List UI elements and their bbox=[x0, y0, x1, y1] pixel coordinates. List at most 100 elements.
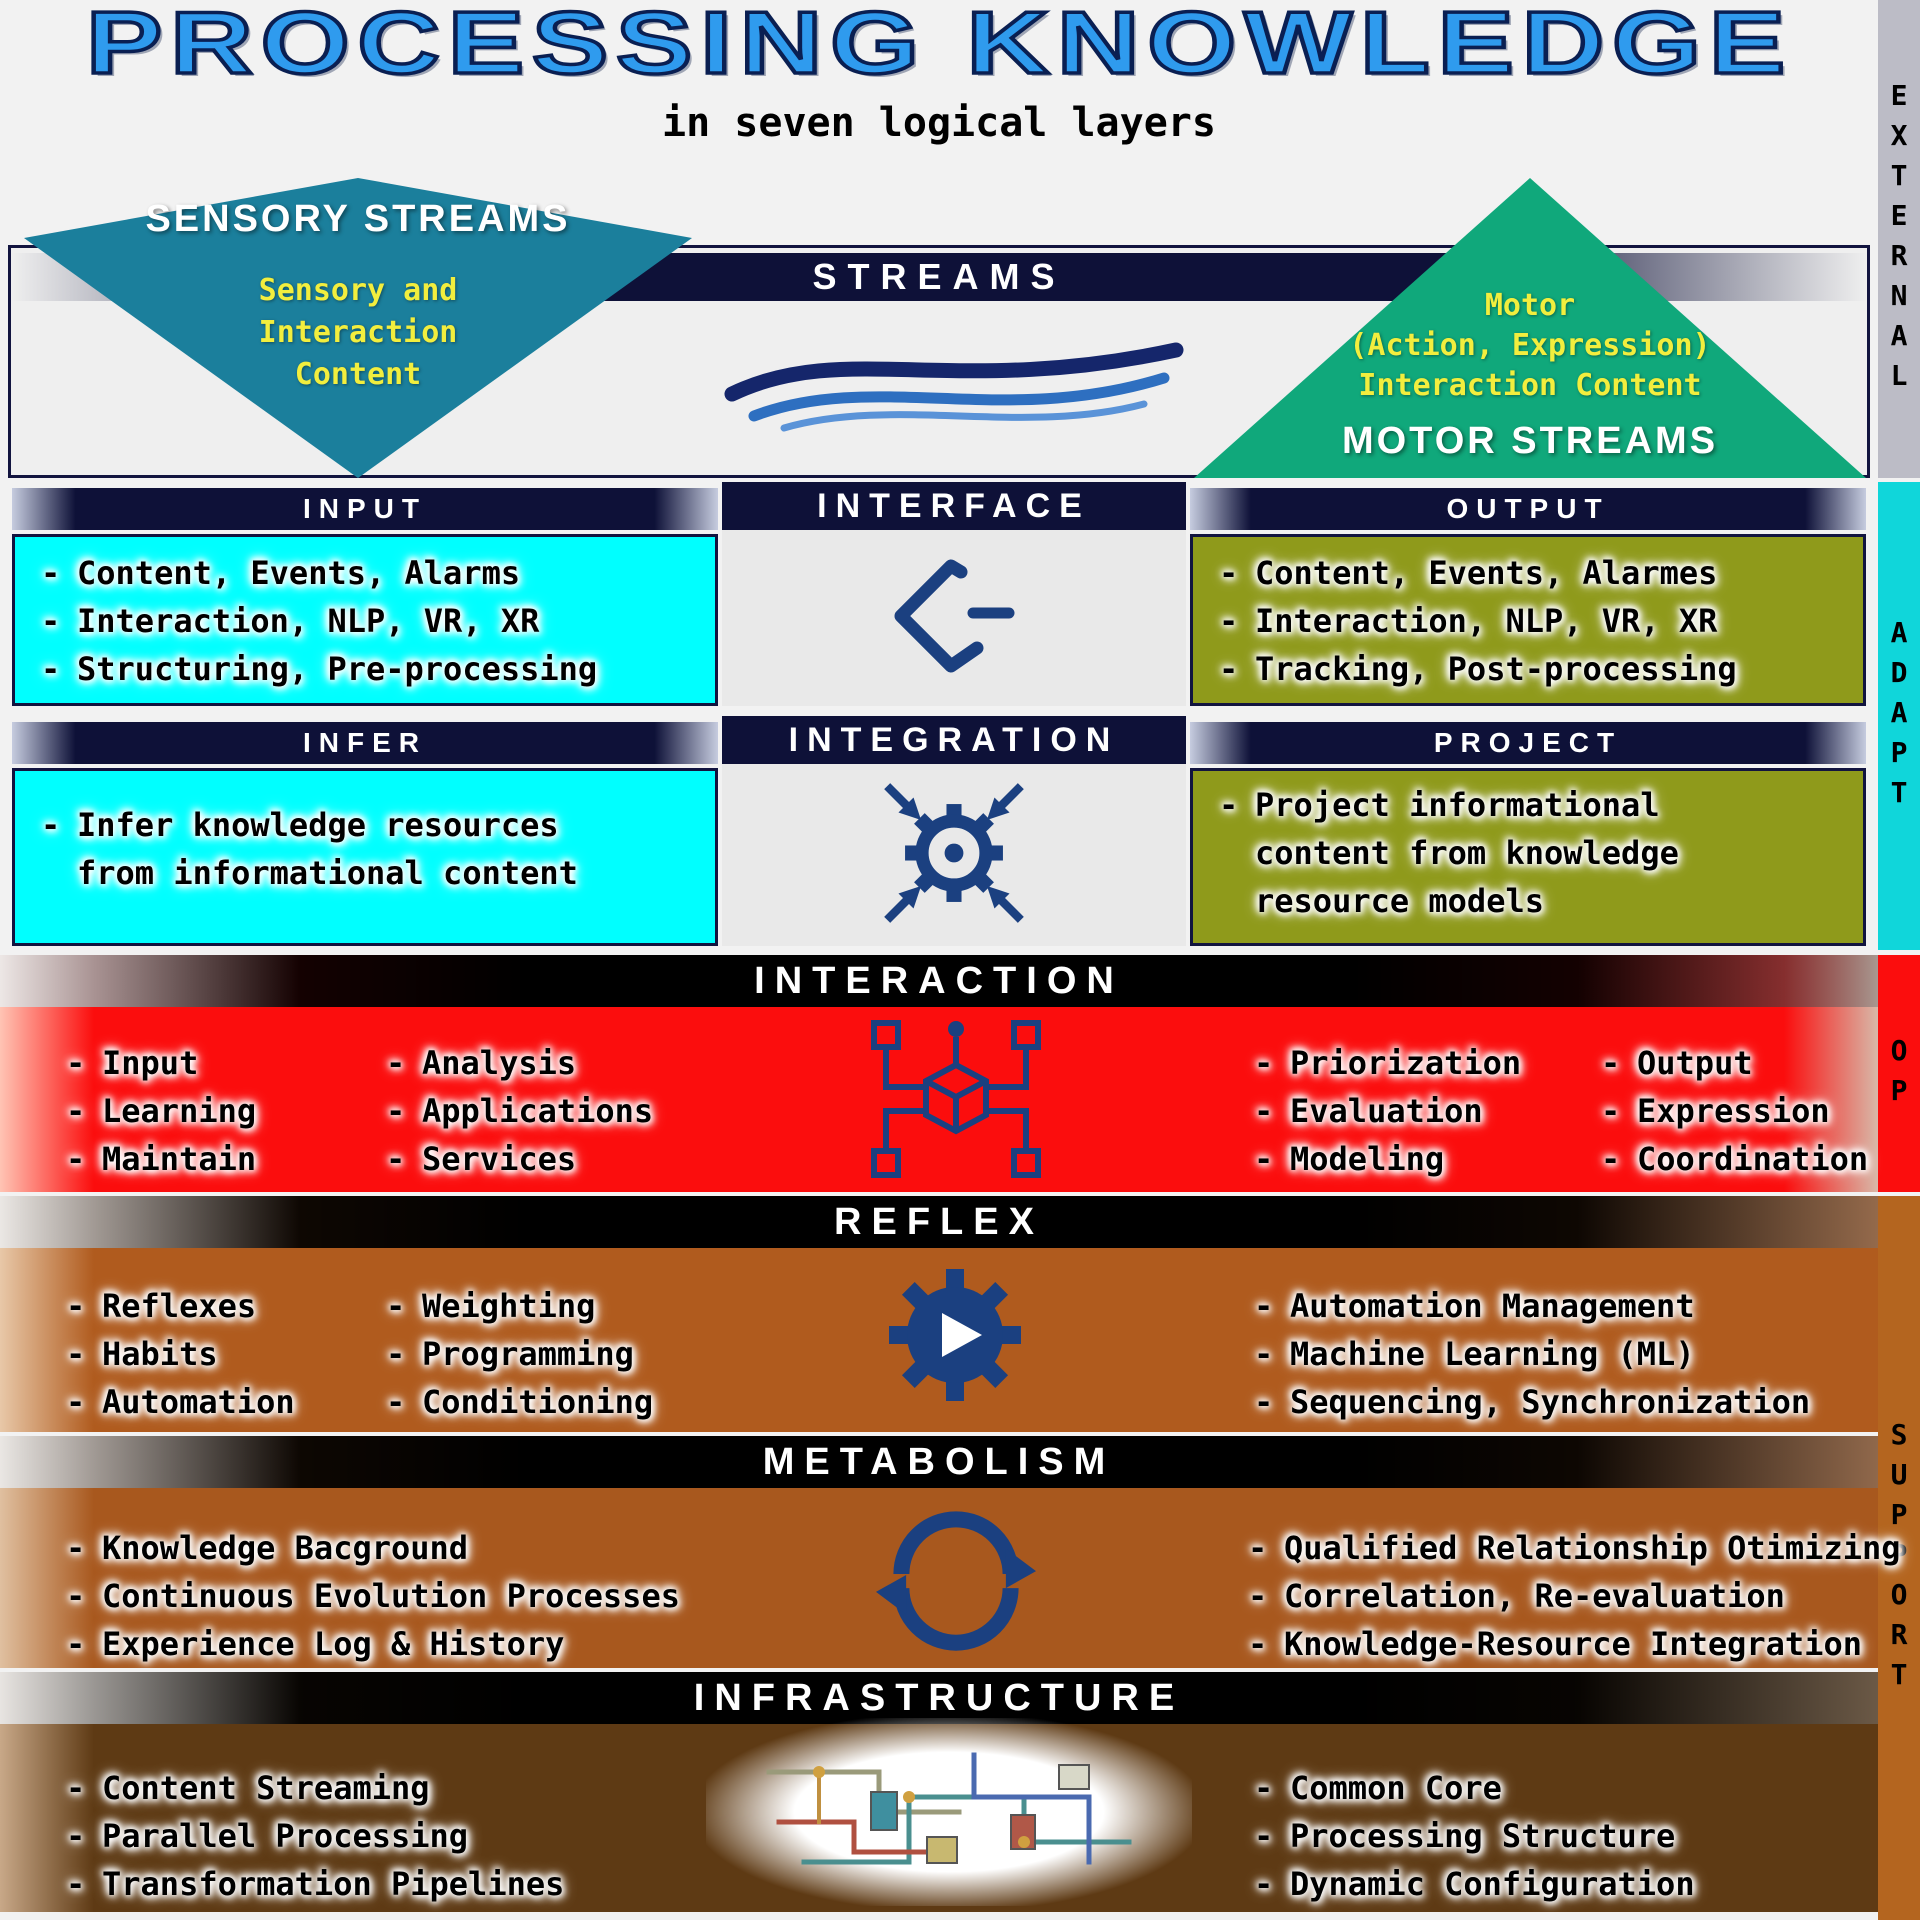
motor-text-line: Interaction Content bbox=[1358, 368, 1702, 403]
list-item: Learning bbox=[56, 1087, 256, 1135]
list-item: Programming bbox=[376, 1330, 653, 1378]
metabolism-layer: METABOLISM Knowledge Bacground Continuou… bbox=[0, 1436, 1901, 1668]
sidebar-external: EXTERNAL bbox=[1878, 0, 1920, 478]
output-header: OUTPUT bbox=[1190, 488, 1866, 530]
sensory-streams-text: Sensory and Interaction Content bbox=[24, 270, 692, 396]
list-item: Content, Events, Alarmes bbox=[1209, 549, 1857, 597]
list-item: Knowledge Bacground bbox=[56, 1524, 680, 1572]
list-item: Interaction, NLP, VR, XR bbox=[1209, 597, 1857, 645]
integration-icon-panel bbox=[722, 764, 1186, 946]
list-item: Priorization bbox=[1244, 1039, 1521, 1087]
code-diamond-icon bbox=[889, 556, 1019, 680]
list-item: Input bbox=[56, 1039, 256, 1087]
list-item: Infer knowledge resources bbox=[31, 801, 709, 849]
project-panel: Project informational content from knowl… bbox=[1190, 768, 1866, 946]
list-item: Dynamic Configuration bbox=[1244, 1860, 1695, 1908]
infrastructure-left-list: Content Streaming Parallel Processing Tr… bbox=[40, 1752, 570, 1908]
page-title-text: PROCESSING KNOWLEDGE bbox=[83, 0, 1793, 94]
infrastructure-layer: INFRASTRUCTURE Content Streaming Paralle… bbox=[0, 1672, 1878, 1912]
interaction-right-list-2: Output Expression Coordination bbox=[1575, 1027, 1874, 1183]
metabolism-right-list: Qualified Relationship Otimizing Correla… bbox=[1222, 1512, 1907, 1668]
list-item: Expression bbox=[1591, 1087, 1868, 1135]
metabolism-header: METABOLISM bbox=[0, 1436, 1878, 1488]
list-item: Output bbox=[1591, 1039, 1868, 1087]
interface-header: INTERFACE bbox=[722, 482, 1186, 530]
sensory-text-line: Interaction bbox=[258, 315, 458, 350]
list-item: Automation Management bbox=[1244, 1282, 1810, 1330]
list-item: Common Core bbox=[1244, 1764, 1695, 1812]
list-item: Qualified Relationship Otimizing bbox=[1238, 1524, 1901, 1572]
list-item: Interaction, NLP, VR, XR bbox=[31, 597, 709, 645]
list-item: Knowledge-Resource Integration bbox=[1238, 1620, 1901, 1668]
list-item: Evaluation bbox=[1244, 1087, 1521, 1135]
sidebar-op-label: OP bbox=[1882, 1033, 1916, 1114]
interaction-layer: INTERACTION Input Learning Maintain Anal… bbox=[0, 955, 1878, 1192]
list-item: resource models bbox=[1255, 882, 1544, 920]
sidebar-adapt-label: ADAPT bbox=[1882, 616, 1916, 816]
list-item: Maintain bbox=[56, 1135, 256, 1183]
list-item: Continuous Evolution Processes bbox=[56, 1572, 680, 1620]
motor-text-line: (Action, Expression) bbox=[1349, 328, 1711, 363]
input-panel: Content, Events, Alarms Interaction, NLP… bbox=[12, 534, 718, 706]
motor-streams-title: MOTOR STREAMS bbox=[1341, 420, 1719, 462]
sensory-streams-title: SENSORY STREAMS bbox=[145, 198, 571, 240]
list-item: Automation bbox=[56, 1378, 295, 1426]
interface-layer: INPUT INTERFACE OUTPUT Content, Events, … bbox=[0, 482, 1878, 712]
list-item: Conditioning bbox=[376, 1378, 653, 1426]
metabolism-left-list: Knowledge Bacground Continuous Evolution… bbox=[40, 1512, 686, 1668]
reflex-left-list-2: Weighting Programming Conditioning bbox=[360, 1270, 659, 1426]
cube-network-icon bbox=[846, 1015, 1066, 1189]
output-panel: Content, Events, Alarmes Interaction, NL… bbox=[1190, 534, 1866, 706]
reflex-right-list: Automation Management Machine Learning (… bbox=[1228, 1270, 1816, 1426]
page-subtitle: in seven logical layers bbox=[662, 100, 1216, 146]
list-item: Parallel Processing bbox=[56, 1812, 564, 1860]
sidebar-adapt: ADAPT bbox=[1878, 482, 1920, 950]
list-item: Analysis bbox=[376, 1039, 653, 1087]
input-header: INPUT bbox=[12, 488, 718, 530]
motor-streams-text: Motor (Action, Expression) Interaction C… bbox=[1194, 286, 1866, 406]
reflex-layer: REFLEX Reflexes Habits Automation Weight… bbox=[0, 1196, 1878, 1432]
list-item: Machine Learning (ML) bbox=[1244, 1330, 1810, 1378]
list-item: Coordination bbox=[1591, 1135, 1868, 1183]
interaction-left-list-2: Analysis Applications Services bbox=[360, 1027, 659, 1183]
infer-panel: Infer knowledge resources from informati… bbox=[12, 768, 718, 946]
sidebar-external-label: EXTERNAL bbox=[1882, 79, 1916, 399]
list-item: Applications bbox=[376, 1087, 653, 1135]
list-item: Tracking, Post-processing bbox=[1209, 645, 1857, 693]
list-item: Modeling bbox=[1244, 1135, 1521, 1183]
list-item: Services bbox=[376, 1135, 653, 1183]
interaction-header: INTERACTION bbox=[0, 955, 1878, 1007]
cycle-arrows-icon bbox=[876, 1494, 1036, 1658]
project-header: PROJECT bbox=[1190, 722, 1866, 764]
gear-play-icon bbox=[880, 1260, 1030, 1414]
motor-text-line: Motor bbox=[1484, 288, 1576, 323]
interaction-right-list-1: Priorization Evaluation Modeling bbox=[1228, 1027, 1527, 1183]
reflex-left-list-1: Reflexes Habits Automation bbox=[40, 1270, 301, 1426]
sensory-text-line: Content bbox=[294, 357, 422, 392]
list-item: Experience Log & History bbox=[56, 1620, 680, 1668]
sensory-text-line: Sensory and bbox=[258, 273, 458, 308]
interface-icon-panel bbox=[722, 530, 1186, 706]
sidebar-op: OP bbox=[1878, 955, 1920, 1192]
piping-diagram-icon bbox=[706, 1718, 1192, 1906]
list-item: Habits bbox=[56, 1330, 295, 1378]
infrastructure-right-list: Common Core Processing Structure Dynamic… bbox=[1228, 1752, 1701, 1908]
list-item: Content Streaming bbox=[56, 1764, 564, 1812]
list-item: content from knowledge bbox=[1255, 834, 1679, 872]
interaction-left-list-1: Input Learning Maintain bbox=[40, 1027, 262, 1183]
gear-converge-icon bbox=[874, 773, 1034, 937]
integration-layer: INFER INTEGRATION PROJECT Infer knowledg… bbox=[0, 716, 1878, 950]
list-item: Content, Events, Alarms bbox=[31, 549, 709, 597]
list-item: from informational content bbox=[77, 854, 578, 892]
list-item: Project informational bbox=[1209, 781, 1857, 829]
page-title: PROCESSING KNOWLEDGE bbox=[0, 0, 1878, 94]
list-item: Correlation, Re-evaluation bbox=[1238, 1572, 1901, 1620]
reflex-header: REFLEX bbox=[0, 1196, 1878, 1248]
infer-header: INFER bbox=[12, 722, 718, 764]
infrastructure-header: INFRASTRUCTURE bbox=[0, 1672, 1878, 1724]
waves-icon bbox=[724, 332, 1184, 432]
list-item: Processing Structure bbox=[1244, 1812, 1695, 1860]
list-item: Weighting bbox=[376, 1282, 653, 1330]
list-item: Structuring, Pre-processing bbox=[31, 645, 709, 693]
integration-header: INTEGRATION bbox=[722, 716, 1186, 764]
